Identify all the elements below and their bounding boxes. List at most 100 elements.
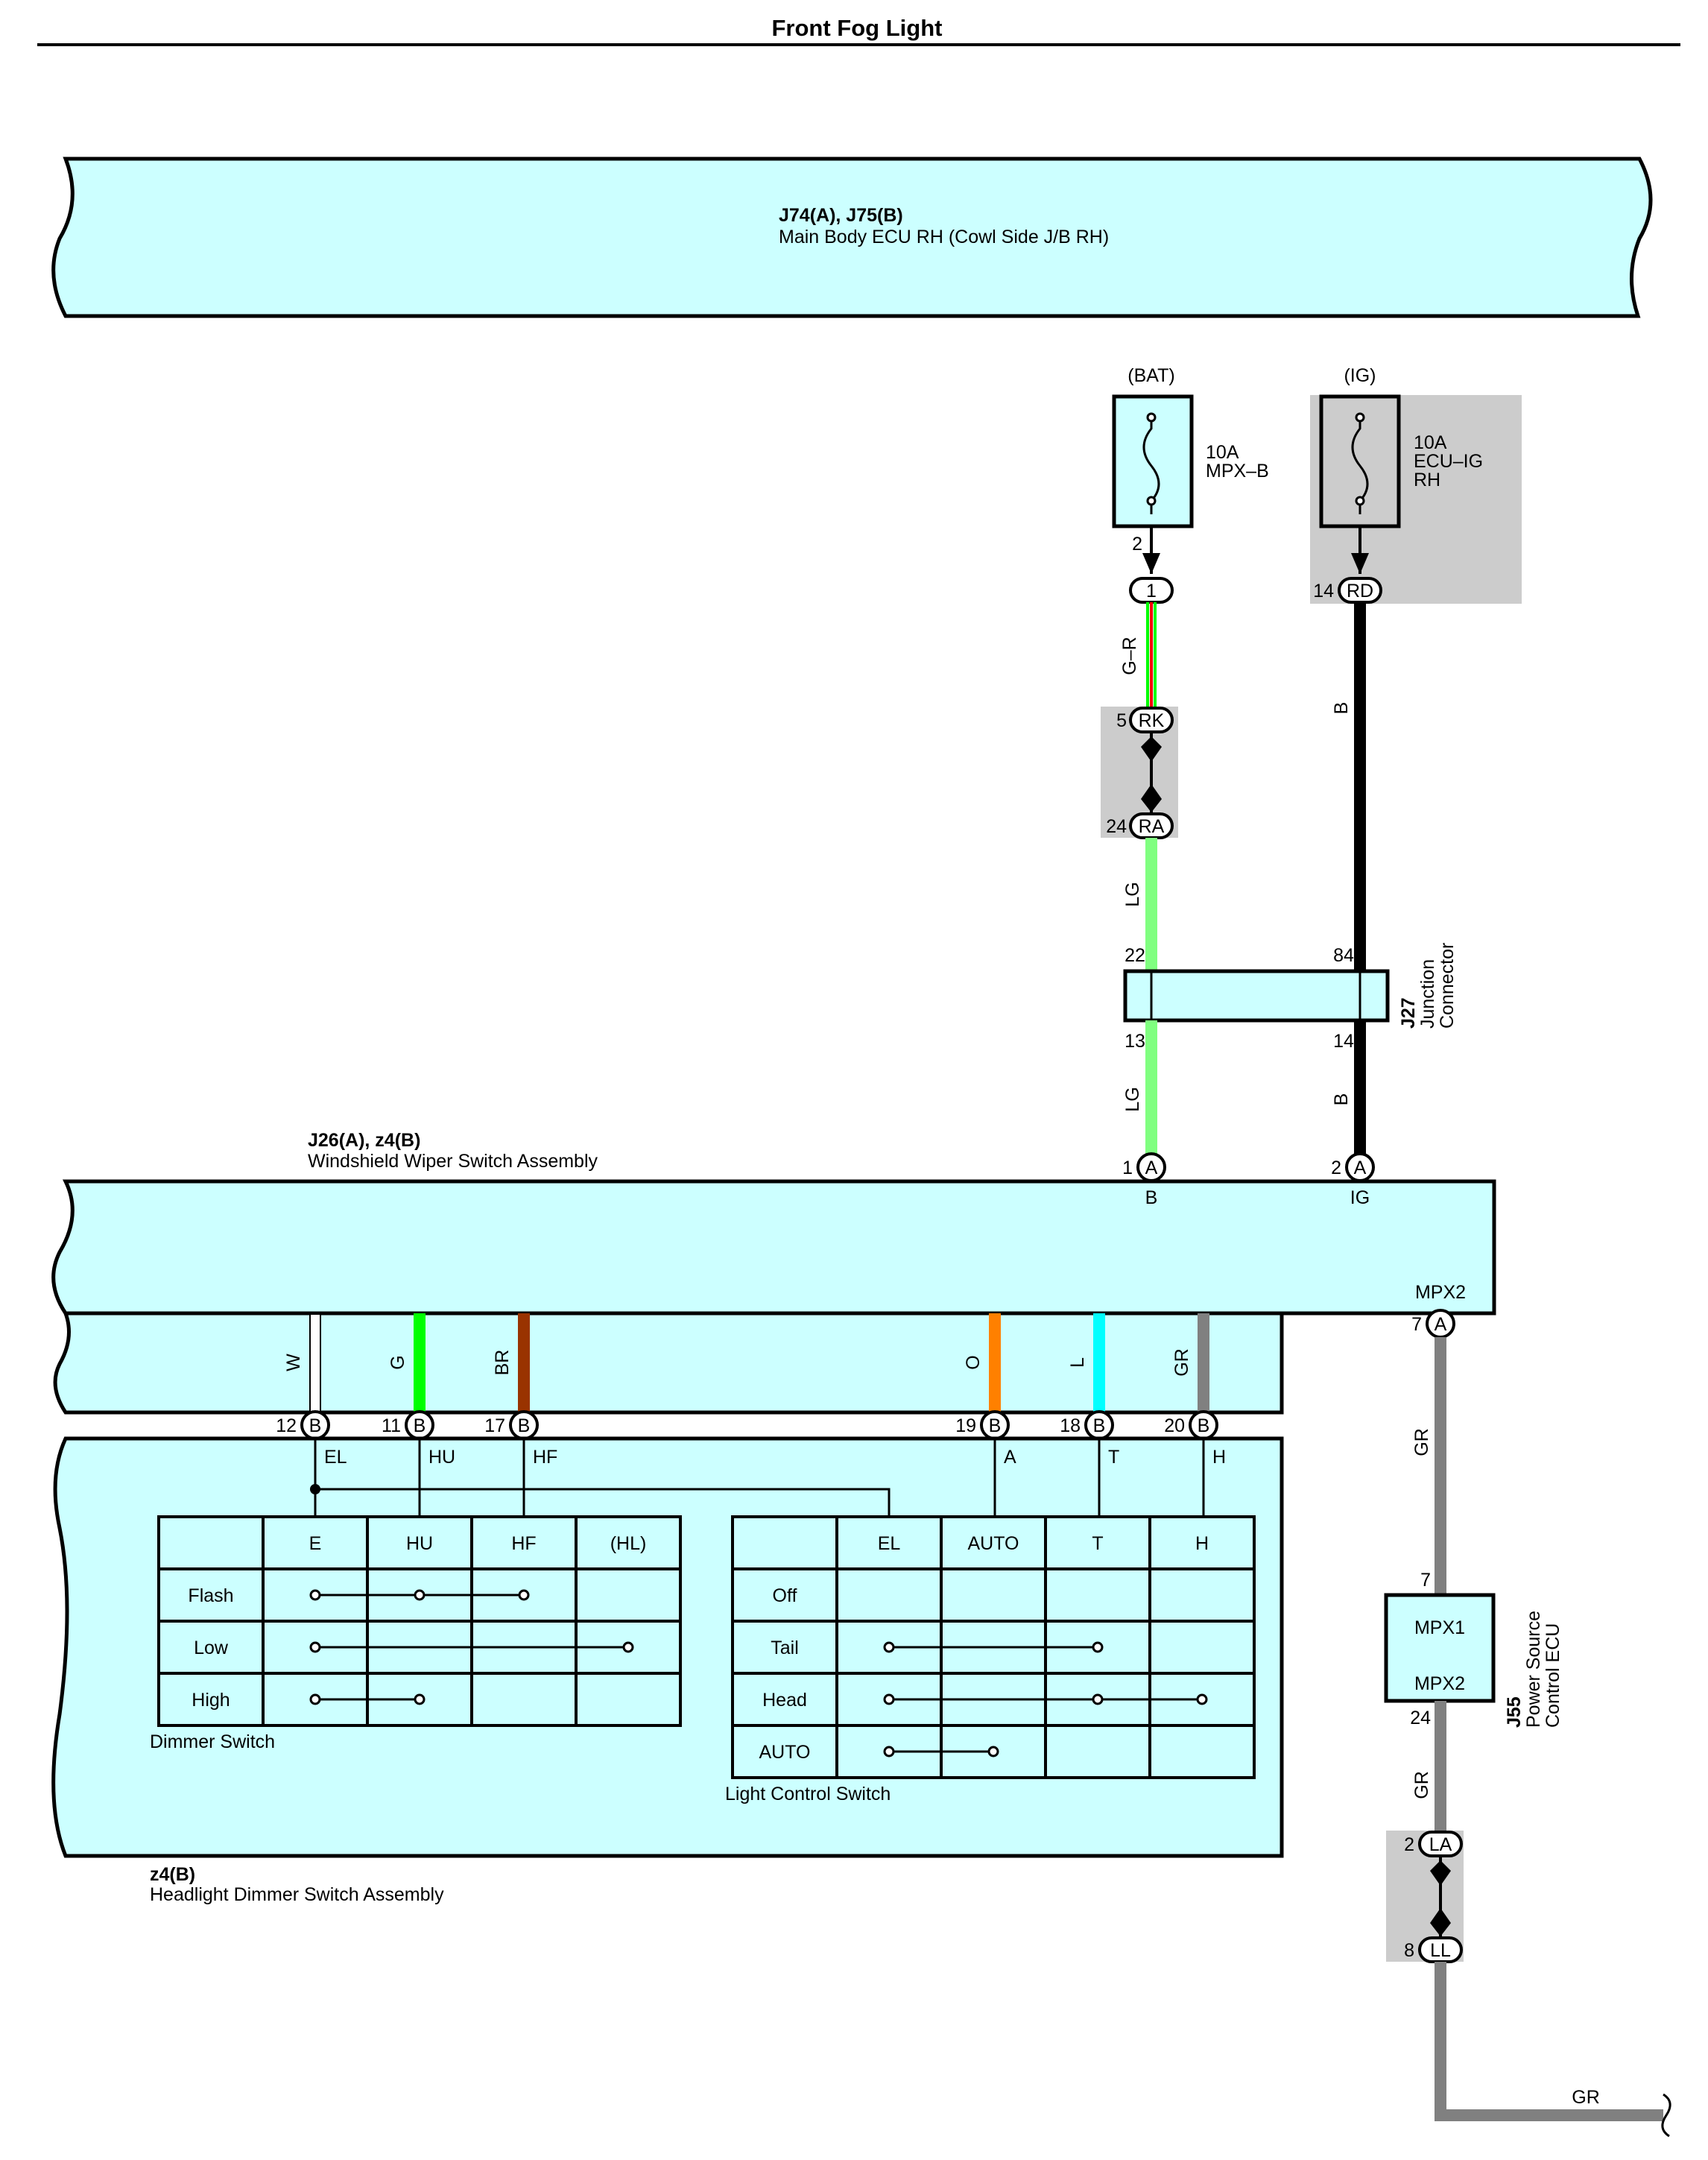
fuse-bat-icon [1142, 417, 1160, 514]
fuse-ig-source: (IG) [1344, 365, 1376, 386]
dimmer-header: (HL) [610, 1533, 647, 1554]
wiper-switch-id: J26(A), z4(B) [308, 1130, 420, 1151]
dimmer-header: HF [511, 1533, 536, 1554]
inline1-pin-bottom: 24 [1106, 816, 1127, 837]
power-ecu-box [1384, 1593, 1496, 1703]
continuity-dot [987, 1746, 999, 1758]
junction-pin-tr: 84 [1333, 945, 1354, 966]
wire-label-o: O [963, 1355, 984, 1369]
fuse-bat-rating: 10A [1206, 442, 1239, 463]
continuity-dot [309, 1589, 321, 1601]
connector-pin-1-label: 1 [1146, 581, 1157, 601]
fuse-ig-name2: RH [1414, 470, 1440, 490]
bottom-pins-row: B 12 B 11 B 17 B 19 B 18 B 20 [276, 1410, 1218, 1440]
pin-label: EL [324, 1447, 347, 1468]
light-table-border [731, 1515, 1256, 1779]
wiper-switch-name: Windshield Wiper Switch Assembly [308, 1151, 598, 1172]
wire-label-lg: LG [1122, 1087, 1143, 1111]
junction-connector-box [1123, 969, 1390, 1023]
continuity-dot [1092, 1641, 1104, 1653]
power-ecu-mpx1: MPX1 [1414, 1617, 1465, 1638]
wire-gr [1435, 1962, 1663, 2121]
inline2-pin-bottom: 8 [1404, 1940, 1414, 1961]
wiper-label-ig: IG [1350, 1187, 1370, 1208]
light-row-label: Tail [771, 1638, 799, 1658]
pin-label: HF [533, 1447, 557, 1468]
pin-number: 20 [1164, 1415, 1185, 1436]
fuse-bat-terminal-icon [1146, 412, 1157, 423]
connector-rd-label: RD [1347, 581, 1373, 601]
junction-pin-tl: 22 [1125, 945, 1145, 966]
wiper-conn-b: A [1145, 1158, 1158, 1178]
dimmer-assy-id: z4(B) [150, 1864, 195, 1885]
connector-arrow-icon [1430, 1908, 1451, 1936]
light-header: AUTO [968, 1533, 1019, 1554]
pin-label: T [1108, 1447, 1119, 1468]
continuity-dot [622, 1641, 634, 1653]
junction-id: J27 [1398, 997, 1419, 1029]
fuse-ig-shade [1310, 395, 1522, 604]
pin-number: 12 [276, 1415, 297, 1436]
continuity-dot [518, 1589, 530, 1601]
junction-name1: Junction [1417, 959, 1438, 1029]
junction-pin-br: 14 [1333, 1031, 1354, 1052]
continuity-dot [309, 1693, 321, 1705]
fuse-ig-rating: 10A [1414, 432, 1447, 453]
inline1-pin-top: 5 [1116, 710, 1127, 731]
wiper-switch-wire-band [53, 1311, 1284, 1415]
pin-conn: B [414, 1415, 426, 1436]
wire-label-lg: LG [1122, 882, 1143, 906]
pin-number: 11 [382, 1415, 401, 1436]
pin-label: A [1004, 1447, 1016, 1468]
continuity-dot [414, 1589, 426, 1601]
dimmer-header: HU [406, 1533, 433, 1554]
connector-arrow-icon [1141, 736, 1162, 762]
connector-ll-label: LL [1430, 1940, 1451, 1961]
pin-label: H [1212, 1447, 1226, 1468]
main-body-ecu-box [51, 157, 1653, 318]
wire-label-l: L [1067, 1357, 1088, 1368]
pin-conn: B [1093, 1415, 1106, 1436]
connector-arrow-icon [1430, 1860, 1451, 1886]
wire-label-br: BR [492, 1350, 513, 1376]
mpx2-conn: A [1435, 1314, 1447, 1335]
fuse-bat-terminal-icon [1146, 496, 1157, 506]
connector-arrow-icon [1141, 784, 1162, 812]
dimmer-row-label: Flash [188, 1585, 233, 1606]
light-header: H [1195, 1533, 1209, 1554]
dimmer-assy-name: Headlight Dimmer Switch Assembly [150, 1884, 444, 1905]
light-row-label: Off [773, 1585, 797, 1606]
wire-label-gr: GR [1411, 1771, 1432, 1799]
light-control-switch-table: EL AUTO T H Off Tail Head AUTO [731, 1515, 1256, 1779]
junction-pin-bl: 13 [1125, 1031, 1145, 1052]
fuse-bat-pin-out: 2 [1132, 534, 1142, 555]
continuity-dot [1196, 1693, 1208, 1705]
light-control-name: Light Control Switch [725, 1784, 891, 1804]
wire-label-b: B [1331, 1093, 1352, 1106]
wiper-conn-ig: A [1354, 1158, 1367, 1178]
connector-ra-label: RA [1139, 816, 1165, 837]
pin-conn: B [309, 1415, 322, 1436]
continuity-dot [883, 1746, 895, 1758]
pin-number: 18 [1060, 1415, 1081, 1436]
pin-number: 19 [955, 1415, 976, 1436]
wiper-pin-b: 1 [1122, 1158, 1133, 1178]
wire-label-gr: GR [1411, 1428, 1432, 1456]
continuity-dot [309, 1641, 321, 1653]
fuse-ig-terminal-icon [1355, 412, 1365, 423]
pin-conn: B [1198, 1415, 1210, 1436]
power-ecu-name2: Control ECU [1543, 1623, 1563, 1728]
power-ecu-pin-bottom: 24 [1410, 1708, 1431, 1728]
wire-label-g-r: G–R [1119, 637, 1140, 675]
light-row-label: AUTO [759, 1742, 811, 1763]
continuity-dot [1092, 1693, 1104, 1705]
fuse-bat-name: MPX–B [1206, 461, 1269, 481]
ecu-main-id: J74(A), J75(B) [779, 205, 903, 226]
wire-label-b: B [1331, 702, 1352, 715]
dimmer-switch-name: Dimmer Switch [150, 1731, 275, 1752]
pin-number: 17 [484, 1415, 505, 1436]
wiper-switch-box [51, 1179, 1496, 1316]
dimmer-header: E [309, 1533, 322, 1554]
fuse-ig-name1: ECU–IG [1414, 451, 1483, 472]
